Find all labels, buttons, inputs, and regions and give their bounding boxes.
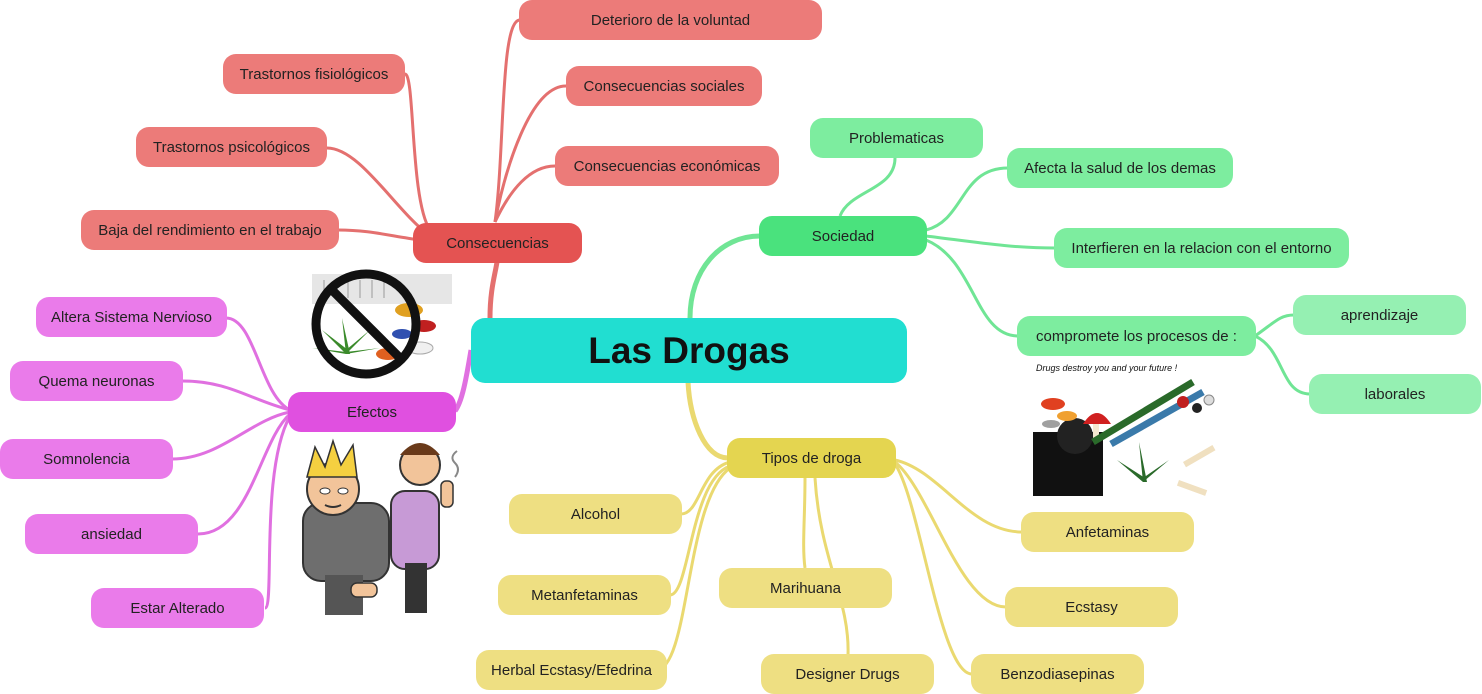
subtopic-anfetaminas[interactable]: Anfetaminas <box>1021 512 1194 552</box>
subtopic-label: Consecuencias económicas <box>573 157 761 175</box>
subtopic-deterioro[interactable]: Deterioro de la voluntad <box>519 0 822 40</box>
subtopic-trastornos-psicologicos[interactable]: Trastornos psicológicos <box>136 127 327 167</box>
topic-efectos[interactable]: Efectos <box>288 392 456 432</box>
central-topic-label: Las Drogas <box>588 329 790 371</box>
leaf-aprendizaje[interactable]: aprendizaje <box>1293 295 1466 335</box>
topic-tipos-de-droga[interactable]: Tipos de droga <box>727 438 896 478</box>
subtopic-afecta-salud[interactable]: Afecta la salud de los demas <box>1007 148 1233 188</box>
subtopic-altera-sistema-nervioso[interactable]: Altera Sistema Nervioso <box>36 297 227 337</box>
leaf-laborales[interactable]: laborales <box>1309 374 1481 414</box>
central-topic[interactable]: Las Drogas <box>471 318 907 383</box>
subtopic-compromete-procesos[interactable]: compromete los procesos de : <box>1017 316 1256 356</box>
topic-consecuencias-label: Consecuencias <box>446 234 549 252</box>
subtopic-herbal-ecstasy[interactable]: Herbal Ecstasy/Efedrina <box>476 650 667 690</box>
subtopic-consecuencias-economicas[interactable]: Consecuencias económicas <box>555 146 779 186</box>
topic-sociedad[interactable]: Sociedad <box>759 216 927 256</box>
subtopic-alcohol[interactable]: Alcohol <box>509 494 682 534</box>
subtopic-marihuana[interactable]: Marihuana <box>719 568 892 608</box>
subtopic-label: Anfetaminas <box>1065 523 1150 541</box>
subtopic-label: Interfieren en la relacion con el entorn… <box>1071 239 1332 257</box>
subtopic-label: Baja del rendimiento en el trabajo <box>98 221 322 239</box>
subtopic-label: Somnolencia <box>43 450 130 468</box>
subtopic-label: Metanfetaminas <box>531 586 638 604</box>
leaf-label: laborales <box>1364 385 1426 403</box>
subtopic-label: Estar Alterado <box>130 599 225 617</box>
subtopic-ecstasy[interactable]: Ecstasy <box>1005 587 1178 627</box>
subtopic-label: Problematicas <box>848 129 945 147</box>
cartoon-smokers-icon <box>295 433 477 619</box>
subtopic-problematicas[interactable]: Problematicas <box>810 118 983 158</box>
topic-sociedad-label: Sociedad <box>811 227 875 245</box>
subtopic-label: Altera Sistema Nervioso <box>51 308 212 326</box>
subtopic-metanfetaminas[interactable]: Metanfetaminas <box>498 575 671 615</box>
subtopic-quema-neuronas[interactable]: Quema neuronas <box>10 361 183 401</box>
subtopic-trastornos-fisiologicos[interactable]: Trastornos fisiológicos <box>223 54 405 94</box>
subtopic-label: Designer Drugs <box>795 665 900 683</box>
no-drugs-sign-icon <box>284 268 452 380</box>
subtopic-label: Consecuencias sociales <box>583 77 745 95</box>
subtopic-label: Marihuana <box>770 579 841 597</box>
subtopic-interfieren[interactable]: Interfieren en la relacion con el entorn… <box>1054 228 1349 268</box>
topic-tipos-label: Tipos de droga <box>761 449 862 467</box>
subtopic-label: Quema neuronas <box>38 372 155 390</box>
subtopic-somnolencia[interactable]: Somnolencia <box>0 439 173 479</box>
subtopic-consecuencias-sociales[interactable]: Consecuencias sociales <box>566 66 762 106</box>
subtopic-label: Afecta la salud de los demas <box>1024 159 1216 177</box>
subtopic-label: Trastornos psicológicos <box>152 138 310 156</box>
topic-consecuencias[interactable]: Consecuencias <box>413 223 582 263</box>
subtopic-label: ansiedad <box>81 525 142 543</box>
subtopic-label: Alcohol <box>570 505 621 523</box>
subtopic-label: compromete los procesos de : <box>1036 327 1237 345</box>
topic-efectos-label: Efectos <box>346 403 398 421</box>
subtopic-benzodiasepinas[interactable]: Benzodiasepinas <box>971 654 1144 694</box>
subtopic-estar-alterado[interactable]: Estar Alterado <box>91 588 264 628</box>
subtopic-baja-rendimiento[interactable]: Baja del rendimiento en el trabajo <box>81 210 339 250</box>
subtopic-label: Deterioro de la voluntad <box>590 11 751 29</box>
leaf-label: aprendizaje <box>1340 306 1419 324</box>
subtopic-ansiedad[interactable]: ansiedad <box>25 514 198 554</box>
subtopic-label: Benzodiasepinas <box>1000 665 1115 683</box>
drugs-collage-image: Drugs destroy you and your future ! <box>1033 362 1225 496</box>
subtopic-label: Herbal Ecstasy/Efedrina <box>491 661 652 679</box>
subtopic-label: Trastornos fisiológicos <box>239 65 389 83</box>
subtopic-designer-drugs[interactable]: Designer Drugs <box>761 654 934 694</box>
subtopic-label: Ecstasy <box>1065 598 1118 616</box>
collage-caption: Drugs destroy you and your future ! <box>1036 363 1178 373</box>
